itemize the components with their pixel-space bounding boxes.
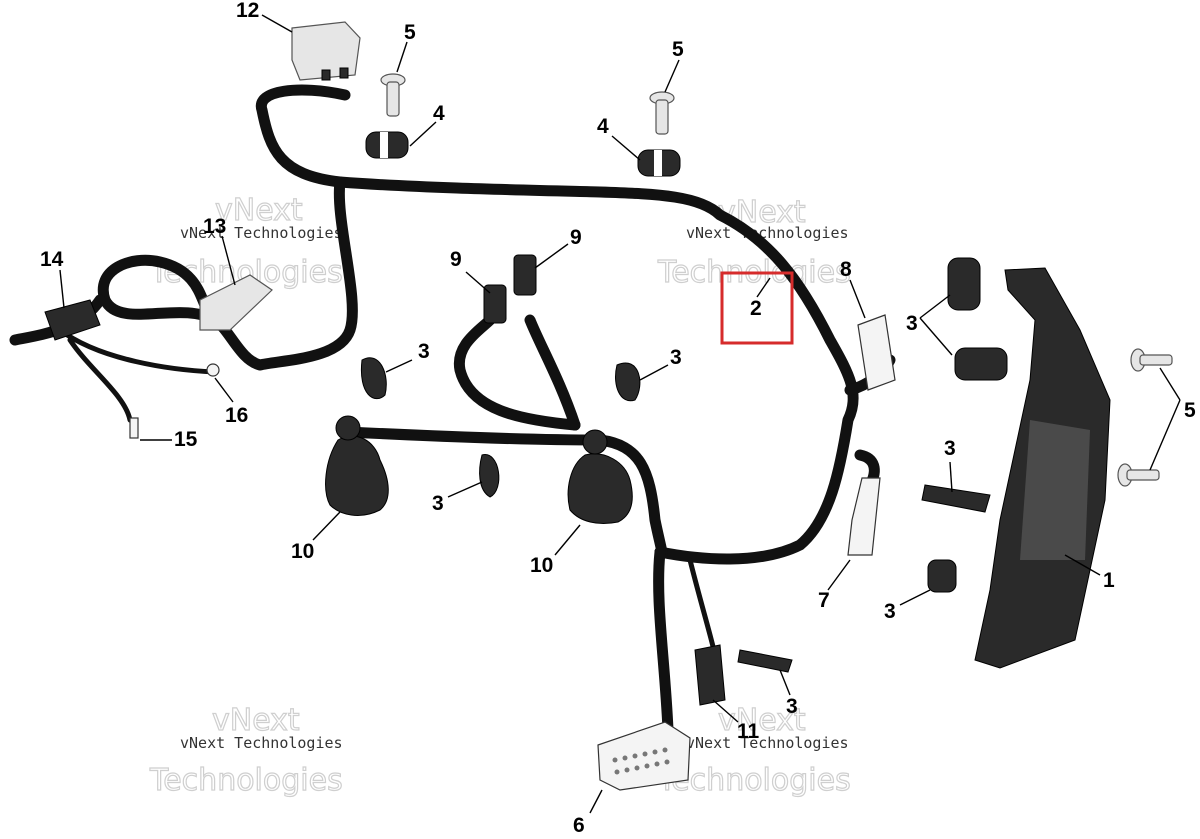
callout-13: 13 bbox=[203, 215, 226, 238]
callout-1: 1 bbox=[1103, 569, 1115, 592]
part-16-terminal bbox=[206, 363, 220, 377]
part-3-clip-b bbox=[615, 362, 641, 402]
part-4-grommet-b bbox=[637, 149, 681, 177]
watermark-bottom-left: vNext Technologies vNext Technologies bbox=[148, 702, 343, 798]
watermark-small: vNext Technologies bbox=[686, 734, 849, 752]
part-7-connector bbox=[847, 477, 881, 556]
callout-5: 5 bbox=[1184, 399, 1196, 422]
callout-9: 9 bbox=[450, 248, 462, 271]
part-11-sensor bbox=[694, 644, 726, 706]
part-5-screw-a bbox=[380, 73, 406, 117]
watermark-big-line1: vNext bbox=[215, 193, 303, 228]
callout-3: 3 bbox=[432, 492, 444, 515]
callout-2: 2 bbox=[750, 297, 762, 320]
callout-16: 16 bbox=[225, 404, 248, 427]
callout-3: 3 bbox=[906, 312, 918, 335]
part-3-clip-a bbox=[360, 357, 387, 400]
part-4-grommet-a bbox=[365, 131, 409, 159]
part-6-connector bbox=[597, 721, 691, 791]
watermark-small: vNext Technologies bbox=[180, 734, 343, 752]
callout-11: 11 bbox=[737, 720, 760, 743]
callout-14: 14 bbox=[40, 248, 64, 271]
watermark-big-line2: Technologies bbox=[149, 763, 343, 798]
watermark-small: vNext Technologies bbox=[180, 224, 343, 242]
callout-5: 5 bbox=[672, 38, 684, 61]
callout-7: 7 bbox=[818, 589, 830, 612]
part-5-screw-b bbox=[649, 91, 675, 135]
watermark-top-left: vNext Technologies vNext Technologies bbox=[148, 192, 343, 290]
callout-10: 10 bbox=[530, 554, 553, 577]
part-5-screw-d bbox=[1117, 463, 1160, 487]
callout-4: 4 bbox=[597, 115, 609, 138]
watermark-small: vNext Technologies bbox=[686, 224, 849, 242]
callout-8: 8 bbox=[840, 258, 852, 281]
part-3-clip-f bbox=[921, 484, 991, 513]
highlight-box-part-2 bbox=[720, 271, 794, 345]
part-1-bracket bbox=[974, 267, 1111, 669]
part-5-screw-c bbox=[1130, 348, 1173, 372]
part-14-connector bbox=[44, 299, 101, 341]
callout-12: 12 bbox=[236, 0, 259, 22]
callout-3: 3 bbox=[786, 695, 798, 718]
callout-labels: 12 5 4 5 4 13 14 16 15 9 9 3 3 3 10 10 8… bbox=[40, 0, 1196, 837]
part-15-terminal bbox=[129, 417, 139, 439]
part-12-relay bbox=[291, 21, 361, 81]
part-3-clip-d bbox=[947, 257, 981, 311]
watermark-big-line1: vNext bbox=[718, 703, 806, 738]
part-3-bolt bbox=[737, 649, 793, 673]
part-3-clip-e bbox=[954, 347, 1008, 381]
part-10-bulb-a bbox=[325, 415, 389, 516]
part-9-connector-a bbox=[483, 284, 507, 324]
part-13-connector bbox=[199, 274, 273, 331]
part-8-connector bbox=[857, 314, 896, 391]
part-3-clip-g bbox=[927, 559, 957, 593]
callout-15: 15 bbox=[174, 428, 198, 451]
callout-3: 3 bbox=[884, 600, 896, 623]
callout-3: 3 bbox=[670, 346, 682, 369]
callout-9: 9 bbox=[570, 226, 582, 249]
part-3-clip-c bbox=[479, 454, 500, 498]
callout-3: 3 bbox=[418, 340, 430, 363]
leader-lines bbox=[59, 14, 1181, 814]
part-10-bulb-b bbox=[567, 429, 633, 524]
callout-4: 4 bbox=[433, 102, 445, 125]
callout-5: 5 bbox=[404, 21, 416, 44]
watermark-big-line1: vNext bbox=[212, 703, 300, 738]
part-9-connector-b bbox=[513, 254, 537, 296]
wire-harness bbox=[9, 84, 896, 736]
callout-3: 3 bbox=[944, 437, 956, 460]
callout-6: 6 bbox=[573, 814, 585, 837]
callout-10: 10 bbox=[291, 540, 314, 563]
